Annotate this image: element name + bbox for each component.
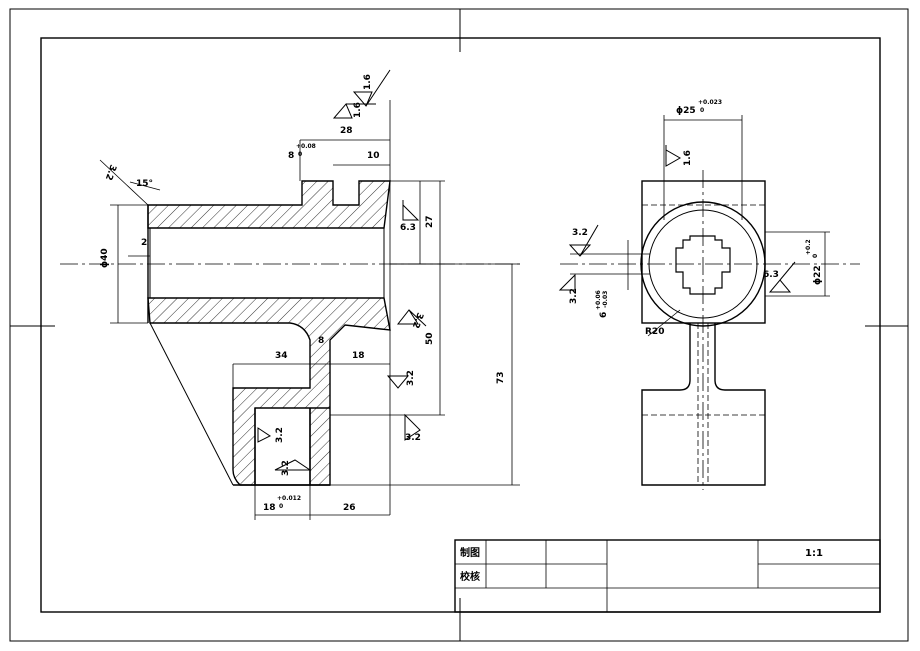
dim-10: 10 [367,151,380,161]
roughness-rv-63: 6.3 [763,270,779,280]
dim-73: 73 [496,371,506,384]
roughness-rv-16: 1.6 [683,150,693,166]
drawn-by-label: 制图 [460,546,480,559]
outer-border [9,8,909,642]
side-dimension-lines [570,115,830,297]
checked-by-label: 校核 [460,570,480,583]
roughness-top-2: 1.6 [353,102,363,118]
title-block [454,539,881,613]
dim-18b-tol: +0.012 [277,495,301,502]
dim-6-tol-low: -0.03 [602,291,609,308]
roughness-bottom-32: 3.2 [405,433,421,443]
scale-value: 1:1 [805,548,823,559]
dim-34: 34 [275,351,288,361]
dim-2: 2 [141,238,147,248]
side-view [560,170,860,490]
side-roughness-symbols [558,145,796,293]
roughness-top-1: 1.6 [363,74,373,90]
section-dimension-lines [99,100,520,520]
dim-R20: R20 [645,327,664,337]
dim-8-tol-low: 0 [298,151,302,158]
dim-18: 18 [352,351,365,361]
dim-28: 28 [340,126,353,136]
dim-phi40: ϕ40 [100,248,110,268]
section-view [60,180,520,486]
roughness-low-32: 3.2 [406,370,416,386]
dim-27: 27 [425,215,435,228]
roughness-symbols [257,69,427,471]
roughness-texts: 1.6 1.6 3.2 6.3 3.2 3.2 3.2 3.2 3.2 1.6 … [103,74,779,476]
dim-6-tol: +0.06 [595,290,602,310]
dim-50: 50 [425,332,435,345]
dim-phi22-tol-low: 0 [812,254,819,258]
dim-8: 8 [288,151,294,161]
dim-8-tol: +0.08 [296,143,316,150]
roughness-left: 3.2 [103,163,118,181]
centering-marks [10,9,908,641]
hatched-body [147,180,391,486]
dim-26: 26 [343,503,356,513]
dim-phi25: ϕ25 [676,106,696,116]
dim-8b: 8 [318,336,324,346]
roughness-rv-32b: 3.2 [569,288,579,304]
dim-18b: 18 [263,503,276,513]
dim-18b-tol-low: 0 [279,503,283,510]
dim-phi22-tol: +0.2 [805,239,812,255]
roughness-slot-32b: 3.2 [281,460,291,476]
roughness-right-63: 6.3 [400,223,416,233]
dim-15deg: 15° [136,179,153,189]
dimension-texts: ϕ40 2 15° 8 +0.08 0 10 28 27 50 73 34 8 … [100,99,823,513]
roughness-rv-32a: 3.2 [572,228,588,238]
roughness-slot-32a: 3.2 [275,427,285,443]
dim-phi22: ϕ22 [813,265,823,285]
dim-phi25-tol-low: 0 [700,107,704,114]
dim-6: 6 [599,312,609,318]
inner-frame [40,37,881,613]
dim-phi25-tol: +0.023 [698,99,722,106]
